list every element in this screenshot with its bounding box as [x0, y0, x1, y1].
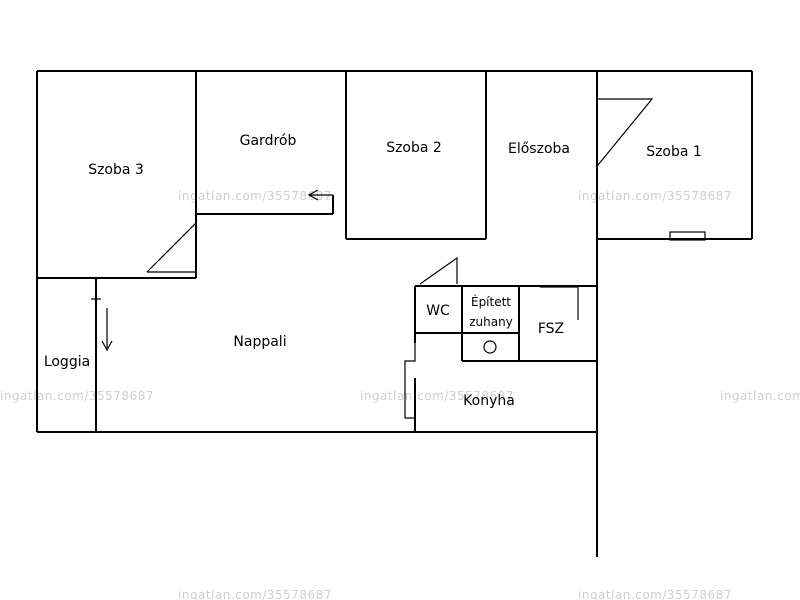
- door-swing: [146, 221, 197, 273]
- room-labels: Szoba 3 Gardrób Szoba 2 Előszoba Szoba 1…: [44, 133, 702, 409]
- room-label-szoba1: Szoba 1: [646, 144, 702, 160]
- shower-drain-icon: [483, 340, 497, 354]
- walls: [36, 70, 753, 557]
- room-label-nappali: Nappali: [233, 334, 286, 350]
- door-swing: [540, 286, 579, 320]
- watermark: ingatlan.com/35578687: [360, 389, 514, 403]
- doors: [91, 98, 706, 419]
- watermark: ingatlan.com/35578687: [578, 189, 732, 203]
- room-label-szoba2: Szoba 2: [386, 140, 442, 156]
- window: [669, 231, 706, 241]
- room-label-zuhany-line1: Épített: [471, 294, 511, 309]
- room-label-gardrob: Gardrób: [240, 133, 297, 149]
- door-swing: [419, 256, 458, 285]
- room-label-konyha: Konyha: [463, 393, 515, 409]
- arrow-head-icon: [101, 340, 113, 352]
- room-label-fsz: FSZ: [538, 321, 564, 337]
- watermark: ingatlan.com/35578687: [720, 389, 800, 403]
- room-label-wc: WC: [426, 303, 450, 319]
- arrow-head-icon: [307, 189, 319, 201]
- watermark: ingatlan.com/35578687: [178, 189, 332, 203]
- watermark: ingatlan.com/35578687: [578, 588, 732, 600]
- door-swing: [597, 98, 654, 166]
- room-label-loggia: Loggia: [44, 354, 90, 370]
- watermarks: ingatlan.com/35578687 ingatlan.com/35578…: [0, 189, 800, 600]
- room-label-zuhany-line2: zuhany: [469, 315, 513, 329]
- watermark: ingatlan.com/35578687: [0, 389, 154, 403]
- sliding-door: [404, 343, 416, 419]
- room-label-szoba3: Szoba 3: [88, 162, 144, 178]
- watermark: ingatlan.com/35578687: [178, 588, 332, 600]
- room-label-eloszoba: Előszoba: [508, 141, 570, 157]
